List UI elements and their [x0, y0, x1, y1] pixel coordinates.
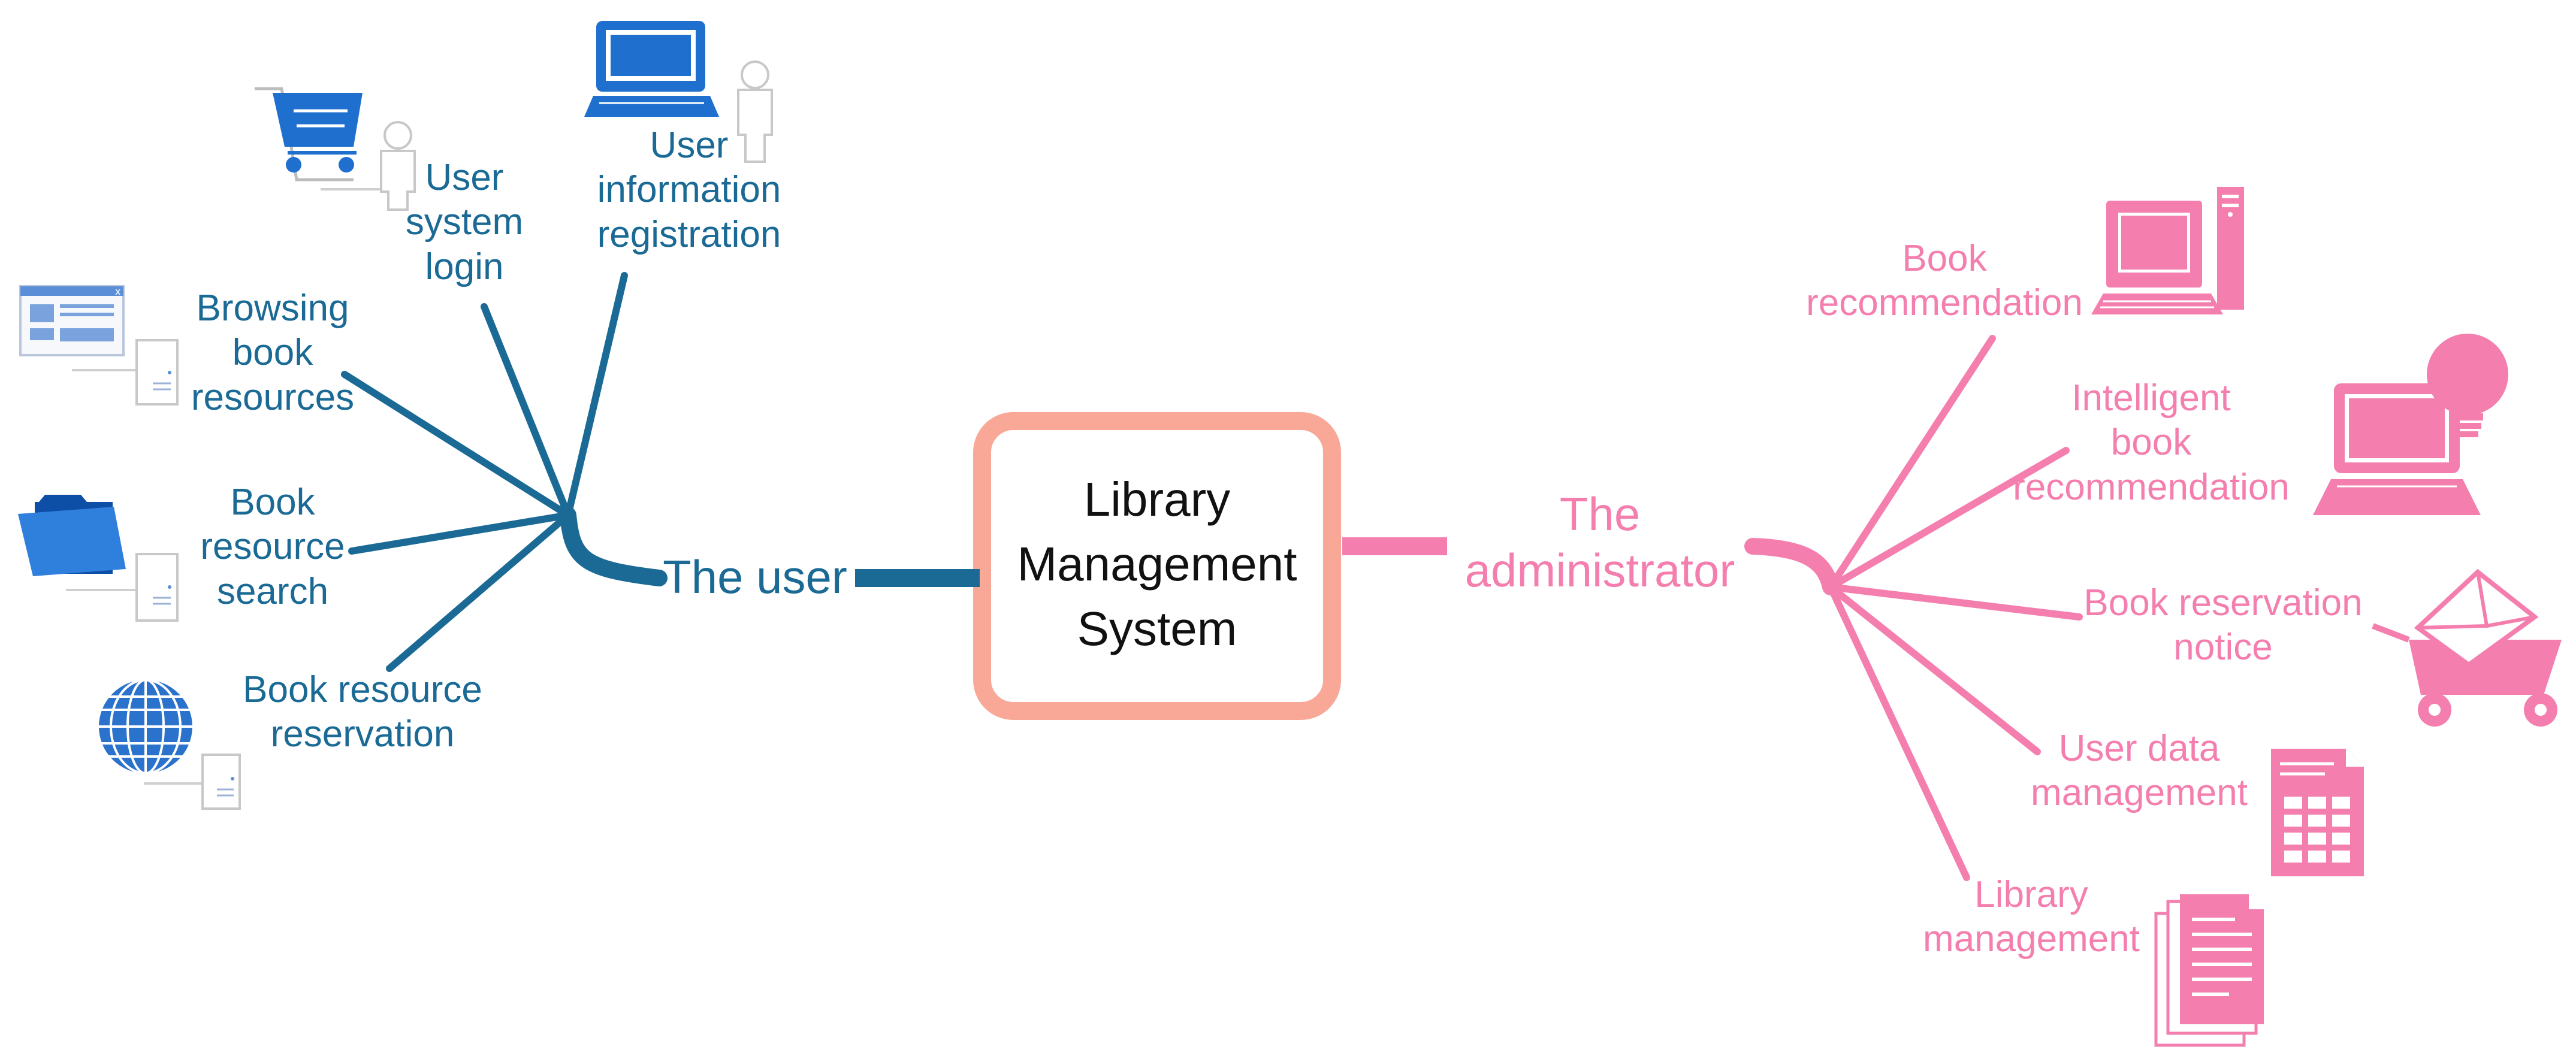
node-library-management[interactable]: Library management [1911, 873, 2151, 962]
branch-line-intelligent [1827, 447, 2070, 591]
node-book-resource-search[interactable]: Book resource search [189, 480, 357, 614]
browser-window-icon: x [19, 285, 138, 371]
node-line: resources [191, 376, 355, 418]
branch-line-browsing [341, 371, 572, 519]
branch-line-reservation [386, 512, 572, 672]
node-browsing-book-resources[interactable]: Browsing book resources [180, 286, 366, 420]
node-line: search [216, 570, 329, 612]
node-line: registration [597, 213, 781, 255]
admin-hub-line-2: administrator [1464, 543, 1735, 597]
user-branch-connectors [341, 272, 980, 672]
branch-line-library-management [1827, 583, 1970, 881]
center-line-2: Management [1017, 537, 1297, 591]
node-line: system [405, 201, 524, 243]
node-book-reservation-notice[interactable]: Book reservation notice [2061, 581, 2385, 670]
admin-hub-label[interactable]: The administrator [1438, 486, 1762, 598]
person-icon-registration [737, 60, 773, 163]
node-line: reservation [270, 713, 455, 755]
node-line: resource [200, 526, 345, 568]
node-line: notice [2173, 627, 2273, 668]
node-line: book [232, 332, 313, 374]
node-user-information-registration[interactable]: User information registration [575, 123, 803, 257]
document-icon-browsing [135, 339, 179, 406]
node-user-data-management[interactable]: User data management [2013, 727, 2265, 816]
documents-icon [2154, 894, 2264, 1047]
document-icon-reservation [201, 754, 241, 810]
svg-text:x: x [115, 286, 120, 297]
user-hub-label[interactable]: The user [653, 549, 857, 606]
user-hub-stem [560, 507, 668, 586]
person-icon-login [380, 121, 416, 211]
spreadsheet-icon [2271, 749, 2364, 876]
branch-line-book-recommendation [1827, 335, 1996, 591]
node-line: Book reservation [2083, 582, 2363, 624]
folder-icon [18, 495, 138, 591]
node-line: Book resource [243, 669, 482, 710]
node-line: management [1923, 918, 2140, 960]
branch-line-user-data [1827, 583, 2041, 755]
node-line: Browsing [196, 288, 349, 329]
node-line: Intelligent [2071, 377, 2231, 419]
branch-line-search [348, 512, 572, 555]
globe-icon [99, 679, 207, 785]
center-line-1: Library [1083, 473, 1231, 526]
document-icon-search [135, 553, 179, 622]
admin-hub-line-1: The [1559, 488, 1641, 540]
desktop-computer-icon [2091, 187, 2244, 314]
user-hub-text: The user [663, 550, 847, 603]
node-intelligent-book-recommendation[interactable]: Intelligent book recommendation [1989, 376, 2313, 510]
node-line: management [2031, 772, 2248, 814]
node-user-system-login[interactable]: User system login [383, 156, 545, 289]
node-line: recommendation [1806, 282, 2083, 324]
mail-cart-icon [2372, 568, 2562, 727]
branch-line-login [481, 303, 572, 519]
center-node-label: Library Management System [982, 467, 1332, 661]
laptop-lightbulb-icon [2313, 334, 2508, 515]
node-line: User data [2058, 728, 2220, 769]
node-line: User [425, 157, 504, 198]
node-line: Book [1902, 238, 1987, 279]
node-book-recommendation[interactable]: Book recommendation [1783, 237, 2106, 326]
branch-line-reservation-notice [1827, 583, 2083, 621]
node-line: book [2110, 422, 2192, 464]
node-line: login [425, 246, 504, 288]
center-line-3: System [1077, 602, 1237, 655]
shopping-cart-icon [255, 87, 382, 190]
node-line: Book [230, 482, 315, 523]
node-line: Library [1974, 874, 2088, 915]
center-node-box[interactable] [973, 412, 1341, 720]
node-line: recommendation [2013, 466, 2290, 508]
node-line: User [650, 125, 729, 166]
admin-hub-stem [1744, 538, 1839, 595]
node-book-resource-reservation[interactable]: Book resource reservation [234, 668, 491, 757]
admin-branch-connectors [1342, 335, 2083, 881]
branch-line-registration [564, 272, 628, 519]
laptop-icon [584, 21, 719, 117]
node-line: information [597, 169, 781, 211]
